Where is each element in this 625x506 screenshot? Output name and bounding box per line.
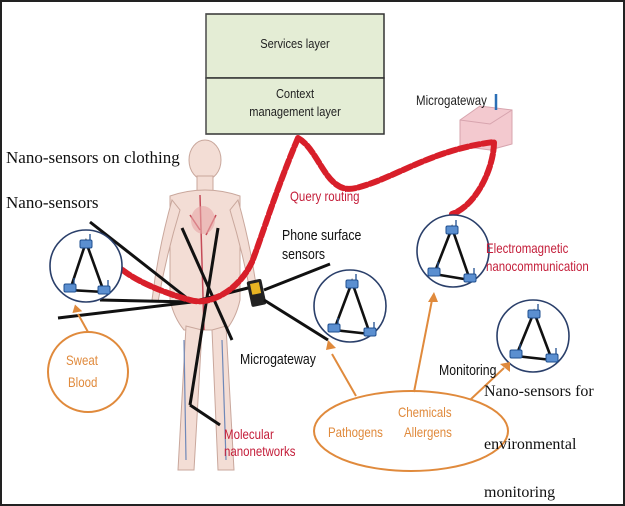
em-nanocommunication-label-line1: Electromagnetic	[486, 240, 568, 256]
pathogens-label: Pathogens	[328, 424, 383, 440]
sweat-label: Sweat	[66, 352, 98, 368]
nano-sensor-network-environment	[497, 300, 569, 372]
context-layer-label-line1: Context	[219, 86, 370, 101]
nano-sensors-label: Nano-sensors	[6, 193, 99, 213]
context-layer-label-line2: management layer	[219, 104, 370, 119]
environmental-label-line3: monitoring	[484, 484, 555, 502]
services-layer-label: Services layer	[219, 36, 370, 51]
environmental-label-line2: environmental	[484, 436, 576, 454]
monitoring-label: Monitoring	[439, 362, 496, 379]
microgateway-top-label: Microgateway	[416, 92, 487, 108]
chemicals-label: Chemicals	[398, 404, 452, 420]
allergens-label: Allergens	[404, 424, 452, 440]
environmental-label-line1: Nano-sensors for	[484, 383, 594, 401]
nano-sensor-network-1	[50, 230, 122, 302]
molecular-nanonetworks-label-line1: Molecular	[224, 426, 274, 442]
molecular-nanonetworks-label-line2: nanonetworks	[224, 443, 295, 459]
phone-surface-label-line2: sensors	[282, 246, 325, 263]
phone-surface-label-line1: Phone surface	[282, 227, 361, 244]
blood-label: Blood	[68, 374, 97, 390]
nano-sensors-clothing-label: Nano-sensors on clothing	[6, 148, 180, 168]
em-nanocommunication-label-line2: nanocommunication	[486, 258, 589, 274]
nano-sensor-network-phone	[314, 270, 386, 342]
microgateway-body-label: Microgateway	[240, 351, 316, 368]
query-routing-label: Query routing	[290, 188, 360, 204]
nano-sensor-network-em	[417, 215, 489, 287]
phone-icon	[246, 279, 266, 308]
